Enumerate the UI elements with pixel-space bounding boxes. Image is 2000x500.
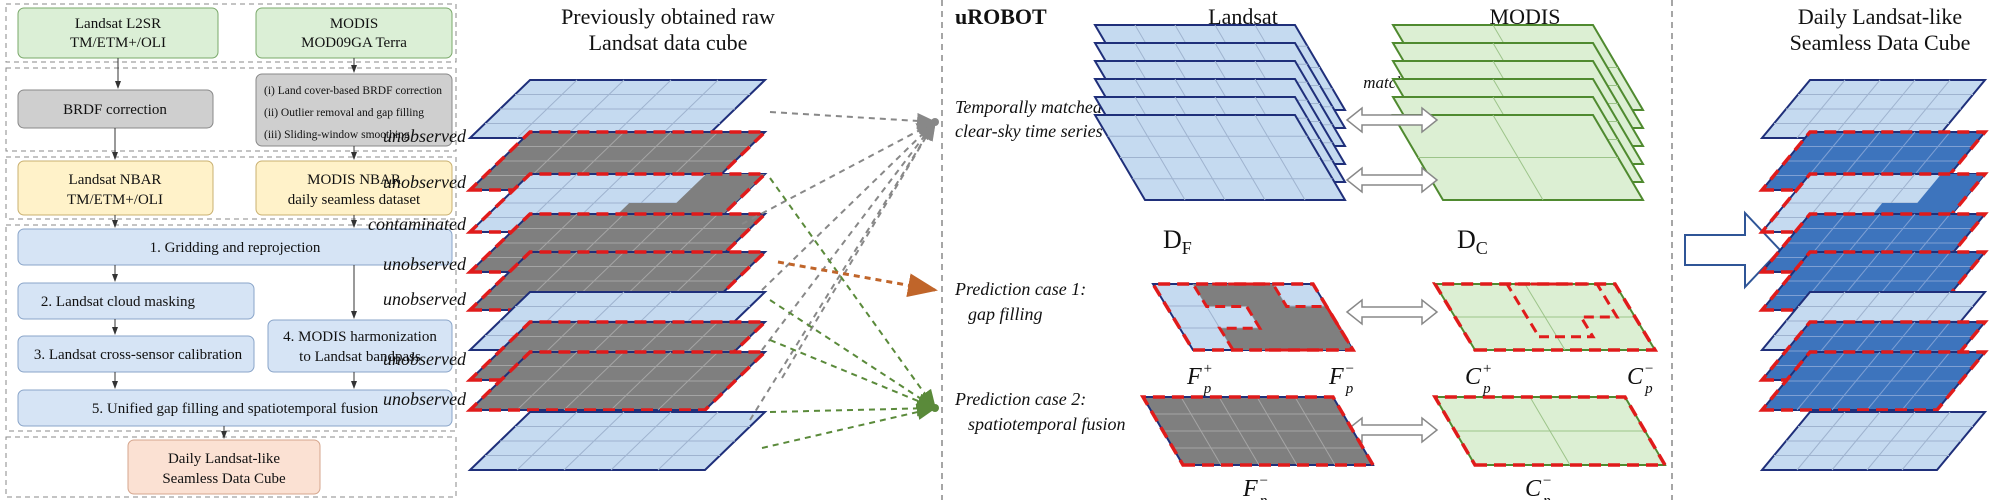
case1-modis-outline [1431, 282, 1659, 352]
case2-landsat-layer [1139, 395, 1377, 467]
raw-to-urobot-arrows [741, 111, 938, 449]
step2-label: 2. Landsat cloud masking [41, 294, 196, 310]
step3-label: 3. Landsat cross-sensor calibration [34, 347, 243, 363]
raw-label-5: unobserved [383, 289, 467, 309]
final-title-line1: Daily Landsat-like [1798, 4, 1962, 29]
step4-line1: 4. MODIS harmonization [283, 329, 437, 345]
raw-layer-9 [467, 411, 768, 471]
temporal-line2: clear-sky time series [955, 121, 1103, 141]
matched-arrow-2 [1345, 166, 1439, 194]
raw-layer-8 [465, 350, 770, 412]
modis-step-2: (ii) Outlier removal and gap filling [264, 107, 424, 119]
output-line1: Daily Landsat-like [168, 451, 280, 467]
raw-label-7: unobserved [383, 389, 467, 409]
raw-label-1: unobserved [383, 126, 467, 146]
frame-processing [5, 224, 457, 432]
landsat-l2sr-line2: TM/ETM+/OLI [70, 35, 166, 51]
final-cube-layers [1758, 79, 1989, 471]
dc-label: DC [1457, 225, 1488, 258]
output-line2: Seamless Data Cube [162, 471, 286, 487]
raw-label-2: unobserved [383, 172, 467, 192]
step3-box [17, 335, 255, 373]
final-layer-9 [1759, 411, 1988, 471]
step5-label: 5. Unified gap filling and spatiotempora… [92, 401, 379, 417]
gray-arrow-target [931, 118, 939, 126]
modis-step-1: (i) Land cover-based BRDF correction [264, 85, 442, 97]
dc-stack [1391, 24, 1645, 201]
cp-minus2-label: C−p [1525, 473, 1552, 500]
landsat-l2sr-line1: Landsat L2SR [75, 16, 161, 32]
modis-step-3: (iii) Sliding-window smoothing [264, 129, 410, 141]
frame-nbar [5, 156, 457, 220]
modis-nbar-line2: daily seamless dataset [288, 192, 421, 208]
case1-landsat-layer [1151, 282, 1356, 352]
raw-cube-title-line2: Landsat data cube [589, 30, 748, 55]
raw-label-4: unobserved [383, 254, 467, 274]
step1-label: 1. Gridding and reprojection [150, 240, 321, 256]
raw-cube-title-line1: Previously obtained raw [561, 4, 775, 29]
frame-correction [5, 67, 457, 152]
landsat-nbar-line2: TM/ETM+/OLI [67, 192, 163, 208]
cp-minus-label: C−p [1627, 361, 1654, 397]
df-label: DF [1163, 225, 1192, 258]
matched-arrow-1 [1345, 106, 1439, 134]
frame-sources [5, 3, 457, 63]
case-layers [1139, 282, 1669, 467]
case2-modis-layer [1431, 395, 1669, 467]
step4-box [267, 319, 453, 373]
brdf-label: BRDF correction [63, 102, 167, 118]
green-arrow-target [931, 404, 939, 412]
df-layer-6 [1093, 114, 1347, 201]
dc-layer-6 [1391, 114, 1645, 201]
big-right-arrow [1684, 210, 1782, 290]
case1-line2: gap filling [968, 304, 1043, 324]
modis-source-line1: MODIS [330, 16, 378, 32]
step2-box [17, 282, 255, 320]
flowchart-connectors [112, 58, 357, 439]
raw-label-3: contaminated [368, 214, 467, 234]
fp-plus-label: F+p [1186, 361, 1213, 397]
fp-minus-label: F−p [1328, 361, 1355, 397]
step4-line2: to Landsat bandpass [299, 349, 421, 365]
landsat-nbar-line1: Landsat NBAR [69, 172, 162, 188]
raw-cube-labels: unobserved unobserved contaminated unobs… [368, 126, 467, 409]
flowchart: Landsat L2SR TM/ETM+/OLI MODIS MOD09GA T… [5, 3, 457, 498]
case-math-labels: F+p F−p C+p C−p F−p C−p [1186, 361, 1654, 500]
case1-arrow [1345, 298, 1439, 326]
final-title-line2: Seamless Data Cube [1790, 30, 1971, 55]
final-layer-8 [1758, 350, 1989, 412]
modis-source-line2: MOD09GA Terra [301, 35, 407, 51]
case1-landsat-outline [1149, 282, 1357, 352]
case2-line2: spatiotemporal fusion [968, 414, 1126, 434]
step1-box [17, 228, 453, 266]
double-arrows [1345, 106, 1439, 444]
output-box [127, 439, 321, 495]
modis-nbar-line1: MODIS NBAR [307, 172, 401, 188]
raw-layer-1 [467, 79, 768, 139]
cp-plus-label: C+p [1465, 361, 1492, 397]
raw-cube-layers [465, 79, 770, 471]
fp-minus2-label: F−p [1242, 473, 1269, 500]
case2-arrow [1345, 416, 1439, 444]
raw-label-6: unobserved [383, 349, 467, 369]
urobot-title: uROBOT [955, 4, 1047, 29]
step5-box [17, 389, 453, 427]
frame-output [5, 436, 457, 498]
case1-line1: Prediction case 1: [954, 279, 1086, 299]
df-stack [1093, 24, 1347, 201]
temporal-line1: Temporally matched [955, 97, 1103, 117]
case2-line1: Prediction case 2: [954, 389, 1086, 409]
final-layer-1 [1759, 79, 1988, 139]
